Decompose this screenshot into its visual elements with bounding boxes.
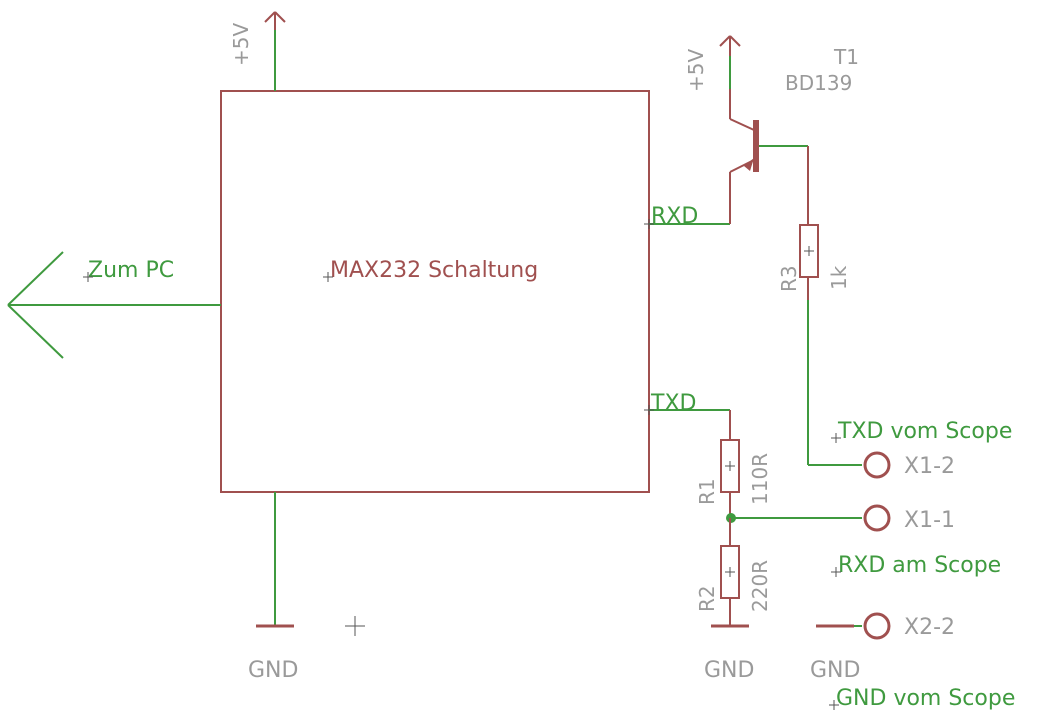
x2-2-label: X2-2 [904, 615, 955, 640]
r2-value: 220R [748, 560, 772, 612]
connector-pad-icon[interactable] [863, 612, 891, 640]
rxd-am-scope-label: RXD am Scope [838, 553, 1001, 578]
supply-arrow-up-icon [719, 35, 741, 89]
pin-txd-label: TXD [650, 391, 696, 416]
origin-cross-txd-scope [831, 433, 841, 443]
txd-vom-scope-label: TXD vom Scope [837, 419, 1012, 444]
gnd-ic-label: GND [248, 658, 298, 683]
r1-ref: R1 [695, 478, 719, 505]
arrow-left-icon [7, 251, 221, 359]
max232-block[interactable] [220, 90, 650, 493]
supply-arrow-up-icon [264, 11, 286, 91]
pin-rxd-label: RXD [651, 204, 698, 229]
r1-value: 110R [748, 453, 772, 505]
origin-cross-gnd-scope [829, 700, 839, 710]
zum-pc-label: Zum PC [88, 258, 174, 283]
connector-pad-icon[interactable] [863, 451, 891, 479]
resistor-symbol-icon[interactable] [720, 439, 740, 493]
max232-label: MAX232 Schaltung [330, 258, 538, 283]
transistor-value: BD139 [785, 71, 852, 95]
origin-cross-rxd [644, 219, 654, 229]
origin-cross-rxd-scope [831, 567, 841, 577]
resistor-symbol-icon[interactable] [799, 224, 819, 278]
npn-transistor-icon[interactable] [729, 89, 759, 224]
connector-pad-icon[interactable] [863, 504, 891, 532]
r3-ref: R3 [777, 265, 801, 292]
x1-1-label: X1-1 [904, 508, 955, 533]
resistor-symbol-icon[interactable] [720, 545, 740, 599]
transistor-ref: T1 [833, 45, 859, 69]
r3-value: 1k [827, 265, 851, 290]
origin-cross-zum-pc [83, 272, 93, 282]
gnd-connector-label: GND [810, 658, 860, 683]
origin-cross-txd [644, 405, 654, 415]
gnd-vom-scope-label: GND vom Scope [836, 686, 1015, 711]
gnd-divider-label: GND [704, 658, 754, 683]
origin-cross-ic [323, 272, 333, 282]
vcc-transistor-label: +5V [684, 49, 708, 92]
origin-cross-free [345, 616, 365, 636]
x1-2-label: X1-2 [904, 454, 955, 479]
vcc-ic-label: +5V [229, 23, 253, 66]
r2-ref: R2 [695, 585, 719, 612]
